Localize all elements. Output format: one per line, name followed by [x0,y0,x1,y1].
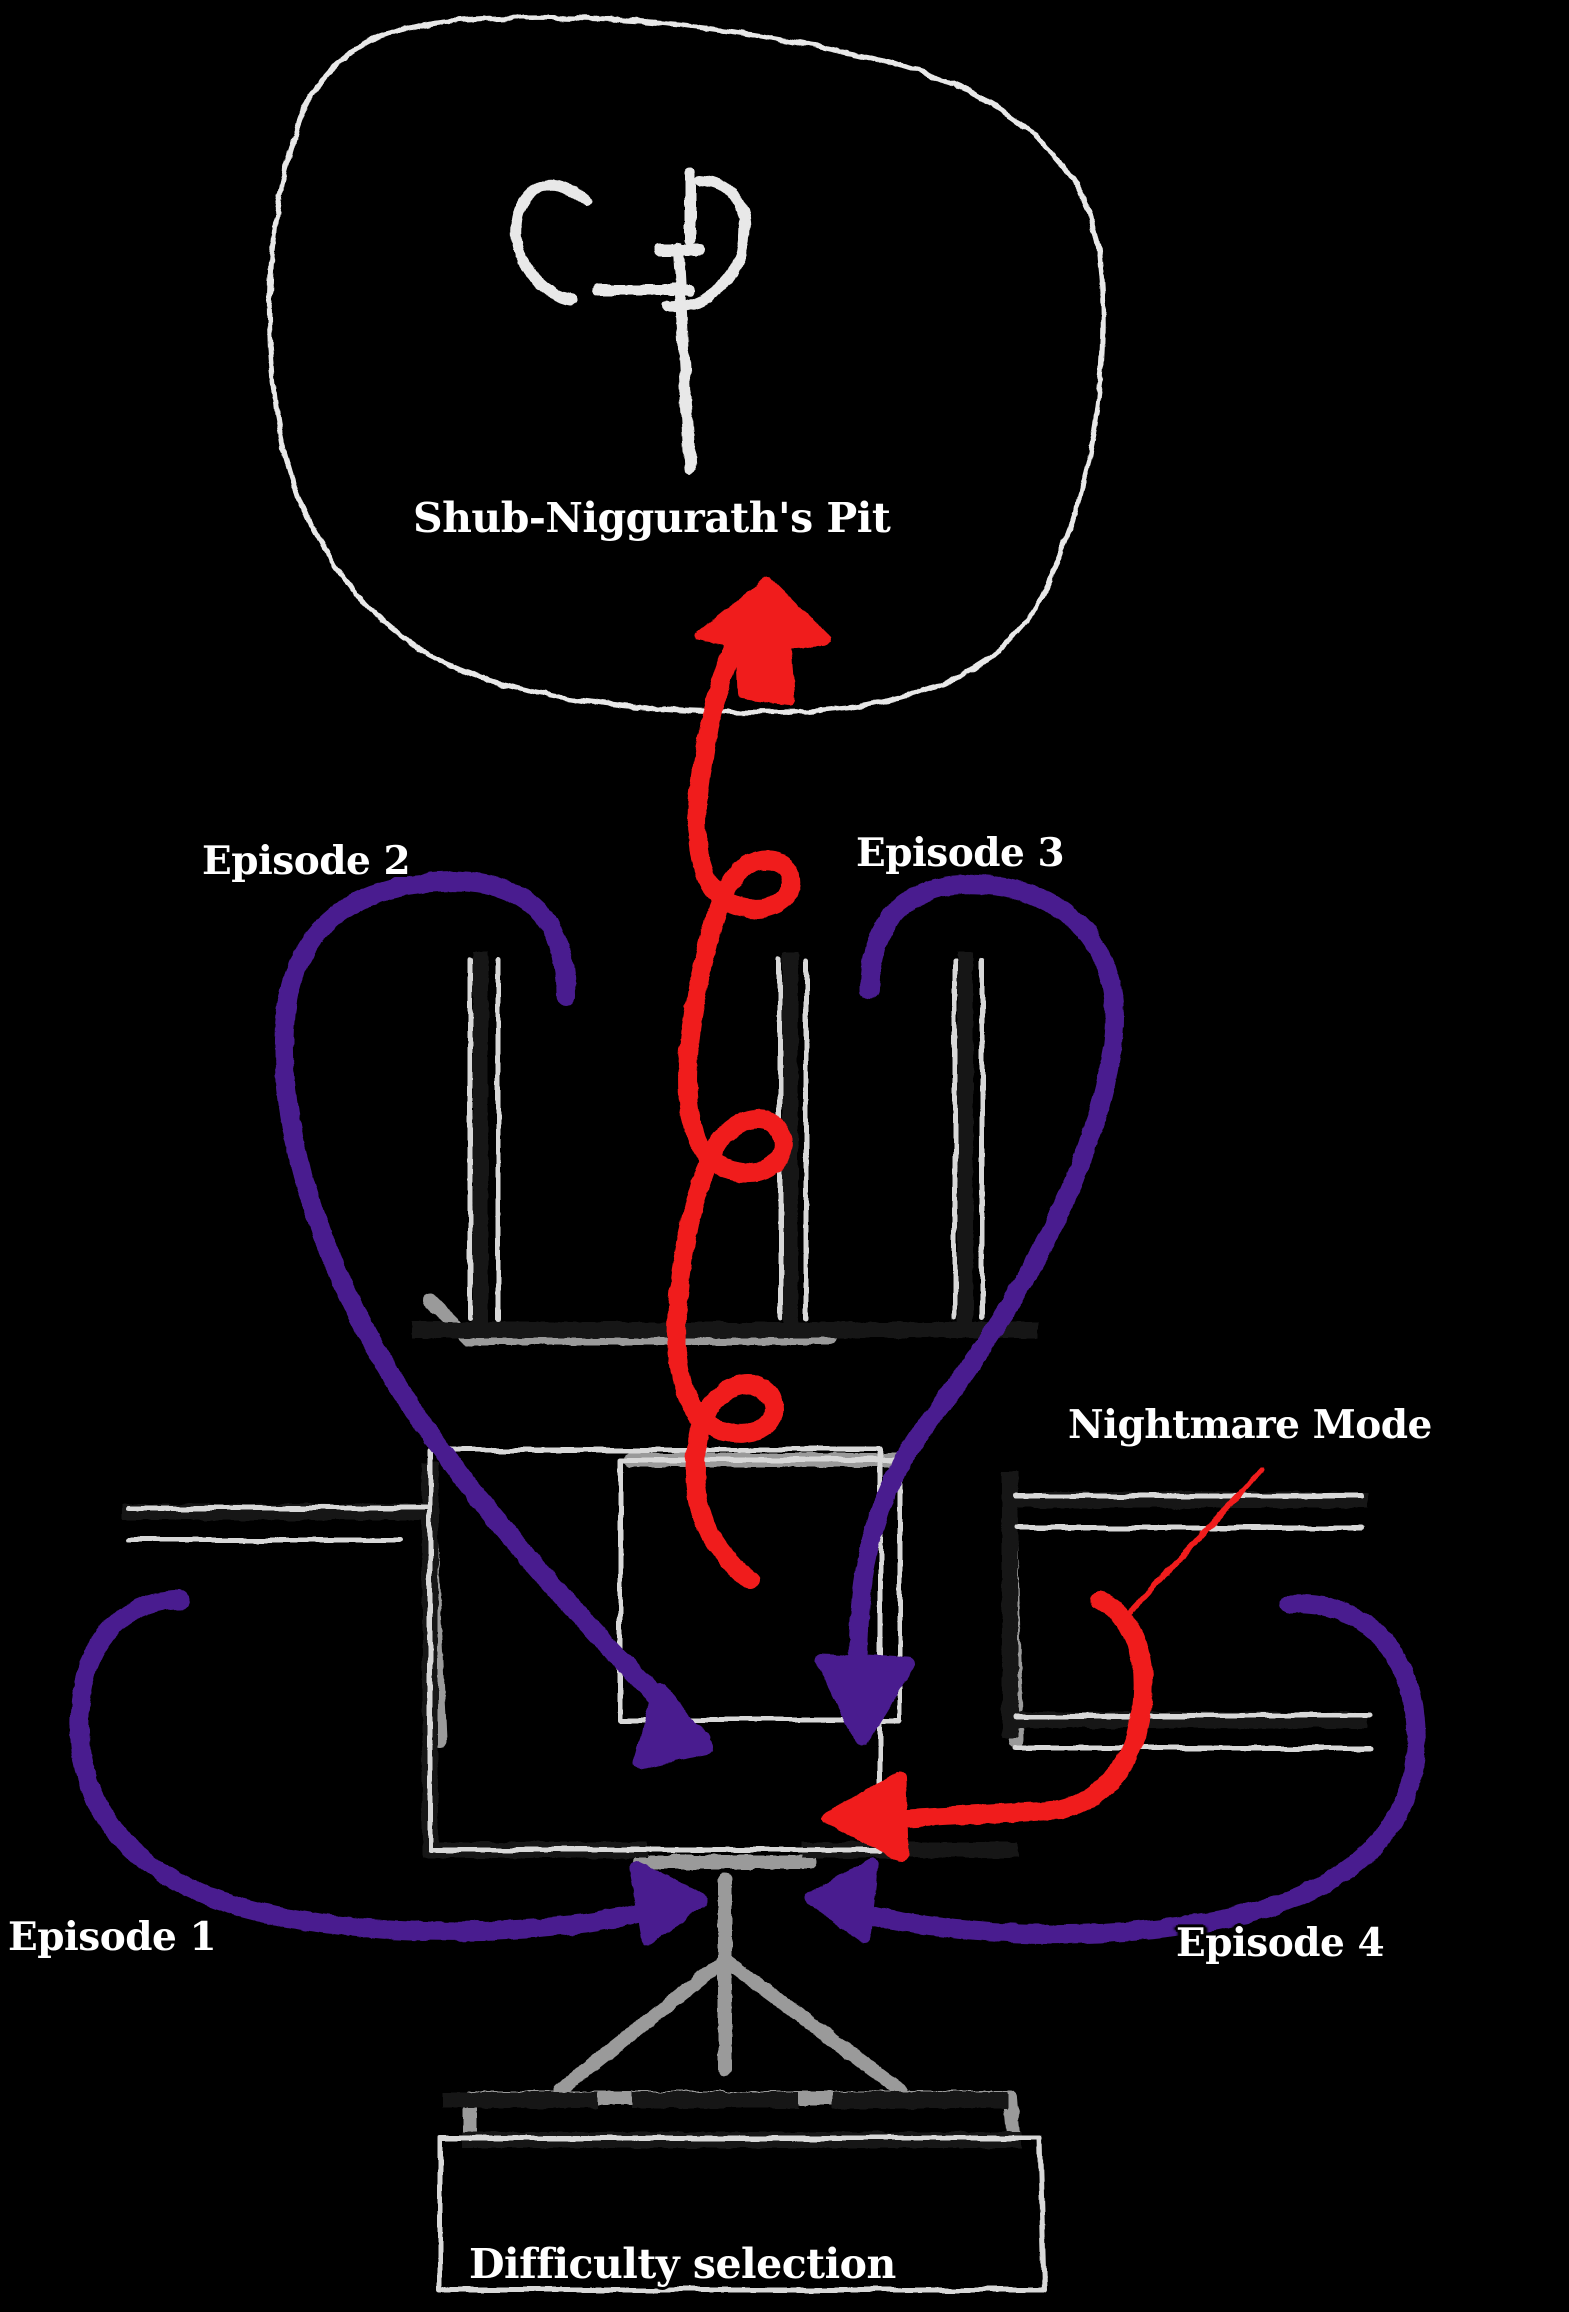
arrow-episode-4-head [805,1859,879,1943]
purple-arrow-group [69,872,1426,1945]
stem-right-branch [718,1953,907,2097]
quake-symbol-right [662,174,751,312]
red-arrow-group [667,577,1265,1862]
arrow-episode-3-head [815,1653,915,1747]
nightmare-leader-line [1123,1467,1265,1619]
label-shub-niggurath-pit: Shub-Niggurath's Pit [413,494,891,542]
quake-symbol-stem [672,242,696,476]
arrow-episode-1-head [629,1861,707,1945]
arrow-episode-2-path [274,872,710,1750]
arrow-pit-head [695,577,831,705]
arrow-nightmare-head [822,1772,908,1862]
arrow-episode-4-path [810,1594,1426,1944]
label-difficulty-selection: Difficulty selection [469,2240,896,2288]
pit-room-outline [266,14,1106,715]
label-episode-2: Episode 2 [202,838,411,884]
quake-symbol-left [511,179,591,306]
arrow-episode-1-path [69,1590,690,1941]
inner-room-box [617,1457,903,1723]
label-episode-4: Episode 4 [1176,1920,1385,1966]
light-room-boxes [125,957,1373,2293]
arrow-pit-path [667,592,801,1590]
difficulty-room-box [437,2135,1047,2293]
arrow-episode-2-head [633,1683,713,1769]
arrow-episode-3-path [848,874,1124,1730]
label-episode-3: Episode 3 [856,830,1065,876]
room-outlines [266,14,1106,715]
stem-left-branch [553,1953,732,2097]
label-episode-1: Episode 1 [8,1914,217,1960]
arrow-nightmare-path [870,1590,1153,1830]
label-nightmare-mode: Nightmare Mode [1068,1402,1432,1448]
